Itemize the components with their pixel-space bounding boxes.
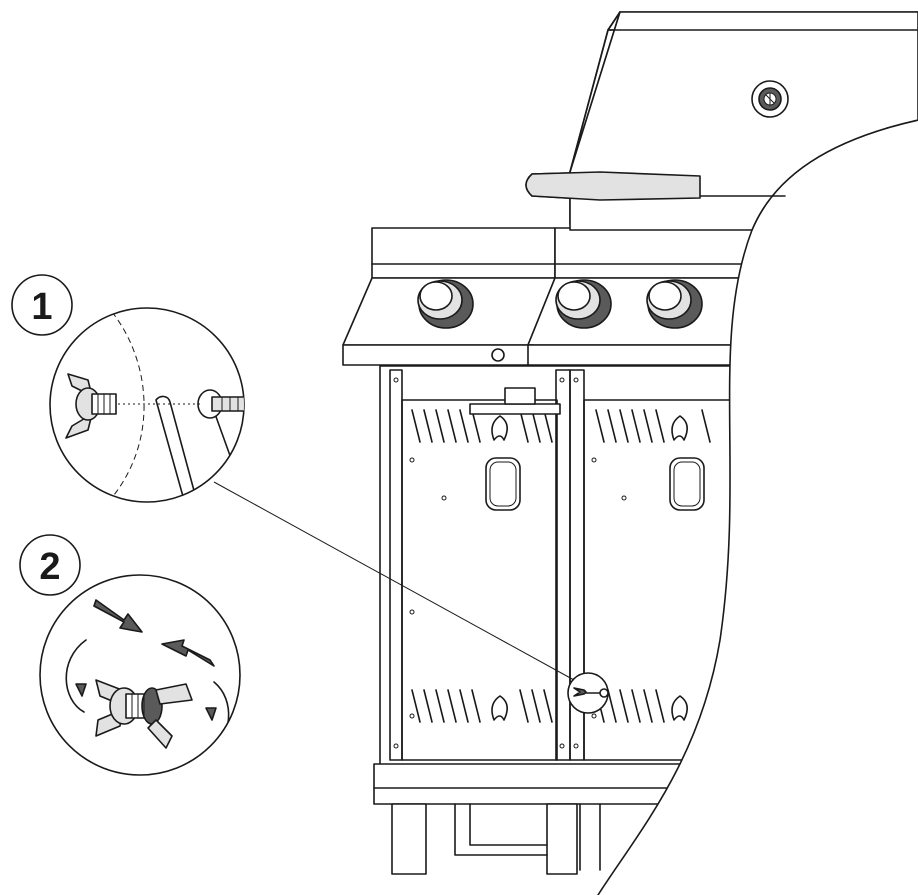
wing-nut-assembled-icon — [95, 679, 193, 749]
step-2-number: 2 — [39, 546, 60, 588]
step-1-number: 1 — [31, 286, 52, 328]
step-1-badge: 1 — [11, 274, 73, 336]
rotate-arrow-left-icon — [65, 639, 87, 713]
callout-leader-line — [213, 481, 575, 681]
control-knob-1 — [417, 279, 474, 329]
step-2-detail — [39, 574, 241, 776]
step-2-badge: 2 — [19, 534, 81, 596]
step-1-detail — [49, 307, 245, 503]
vent-slots-top — [411, 409, 711, 443]
push-arrow-right-icon — [161, 639, 215, 667]
wing-nut-icon — [65, 373, 117, 439]
thermometer-gauge — [751, 80, 789, 118]
control-knob-2 — [555, 279, 612, 329]
bolt-icon — [197, 389, 244, 419]
cutaway-mask — [598, 0, 918, 895]
callout-marker — [567, 672, 609, 714]
control-knob-3 — [646, 279, 703, 329]
push-arrow-left-icon — [93, 599, 143, 633]
